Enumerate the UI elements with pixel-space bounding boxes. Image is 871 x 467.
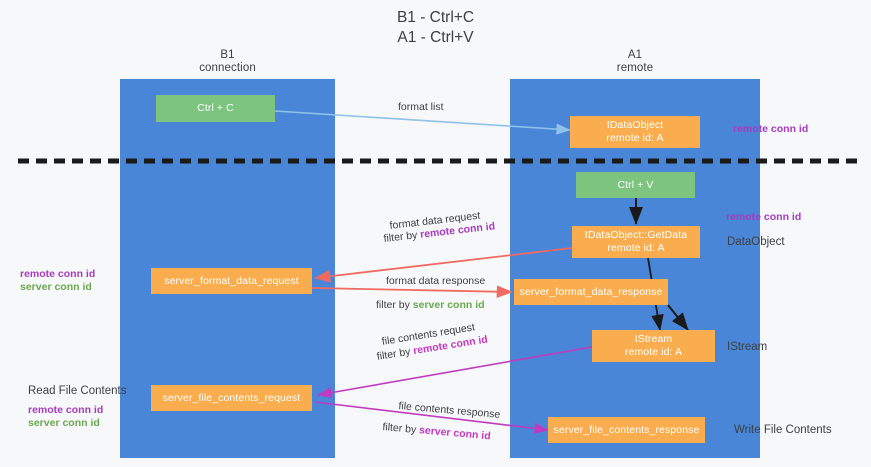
edge-label-format-data-response-text: format data response — [386, 275, 486, 287]
node-idataobject-top[interactable]: IDataObject remote id: A — [570, 116, 700, 148]
title-line-1: B1 - Ctrl+C — [396, 9, 475, 26]
node-istream-line1: IStream — [634, 333, 673, 345]
node-server-file-contents-request[interactable]: server_file_contents_request — [151, 385, 312, 411]
node-server-file-contents-request-label: server_file_contents_request — [162, 391, 301, 404]
node-istream-line2: remote id: A — [624, 346, 683, 358]
annotation-write-file-contents: Write File Contents — [734, 424, 832, 437]
title-line-2: A1 - Ctrl+V — [397, 29, 474, 46]
node-idataobject-top-line2: remote id: A — [606, 132, 664, 144]
swimlane-title-a1-line1: A1 — [627, 49, 643, 61]
annotation-remote-conn-id-mid-text: remote conn id — [726, 211, 802, 223]
edge-filter-format-data-response: filter by server conn id — [376, 299, 485, 312]
annotation-istream-text: IStream — [727, 341, 768, 353]
annotation-left-server-conn-id-mid-text: server conn id — [20, 281, 92, 293]
annotation-left-server-conn-id-bottom-text: server conn id — [28, 417, 100, 429]
edge-filter-file-contents-response-prefix: filter by — [381, 421, 420, 437]
node-server-format-data-request-label: server_format_data_request — [164, 274, 299, 287]
annotation-read-file-contents-text: Read File Contents — [28, 385, 127, 397]
edge-filter-format-data-response-key: server conn id — [412, 299, 485, 311]
node-ctrl-c[interactable]: Ctrl + C — [156, 95, 275, 122]
edge-label-format-list-text: format list — [398, 101, 444, 113]
node-ctrl-c-label: Ctrl + C — [197, 102, 234, 114]
annotation-remote-conn-id-mid: remote conn id — [726, 211, 801, 224]
node-istream[interactable]: IStream remote id: A — [592, 330, 715, 362]
node-ctrl-v-label: Ctrl + V — [617, 178, 654, 191]
edge-response-to-istream — [667, 304, 689, 331]
swimlane-title-a1: A1 remote — [510, 49, 760, 75]
node-server-format-data-response-label: server_format_data_response — [519, 285, 663, 298]
annotation-left-remote-conn-id-bottom: remote conn id — [28, 404, 103, 417]
annotation-istream: IStream — [727, 341, 767, 354]
edge-label-format-data-response: format data response — [386, 275, 485, 288]
edge-format-data-request — [314, 247, 573, 283]
annotation-left-server-conn-id-mid: server conn id — [20, 281, 92, 294]
annotation-remote-conn-id-top-text: remote conn id — [733, 123, 809, 135]
swimlane-title-b1: B1 connection — [120, 49, 335, 75]
edge-format-data-response — [311, 285, 513, 298]
swimlane-title-a1-line2: remote — [616, 62, 654, 74]
edge-filter-format-data-response-prefix: filter by — [376, 299, 413, 311]
edge-format-list — [274, 110, 571, 135]
node-idataobject-getdata-line2: remote id: A — [607, 242, 665, 254]
swimlane-title-b1-line2: connection — [199, 62, 256, 74]
annotation-dataobject-text: DataObject — [727, 236, 785, 248]
node-server-file-contents-response[interactable]: server_file_contents_response — [548, 417, 705, 443]
edge-file-contents-request — [317, 346, 593, 399]
page-title: B1 - Ctrl+C A1 - Ctrl+V — [0, 8, 871, 48]
annotation-left-server-conn-id-bottom: server conn id — [28, 417, 100, 430]
node-idataobject-getdata-line1: IDataObject::GetData — [584, 229, 688, 241]
node-server-format-data-request[interactable]: server_format_data_request — [151, 268, 312, 294]
node-idataobject-getdata[interactable]: IDataObject::GetData remote id: A — [572, 226, 700, 258]
node-ctrl-v[interactable]: Ctrl + V — [576, 172, 695, 198]
node-server-format-data-response[interactable]: server_format_data_response — [514, 279, 668, 305]
annotation-read-file-contents: Read File Contents — [28, 385, 126, 398]
annotation-left-remote-conn-id-bottom-text: remote conn id — [28, 404, 104, 416]
annotation-left-remote-conn-id-mid: remote conn id — [20, 268, 95, 281]
node-idataobject-top-line1: IDataObject — [606, 119, 664, 131]
edge-file-contents-response — [314, 401, 549, 434]
annotation-remote-conn-id-top: remote conn id — [733, 123, 808, 136]
swimlane-title-b1-line1: B1 — [220, 49, 235, 61]
annotation-left-remote-conn-id-mid-text: remote conn id — [20, 268, 96, 280]
annotation-write-file-contents-text: Write File Contents — [734, 424, 832, 436]
node-server-file-contents-response-label: server_file_contents_response — [553, 423, 700, 436]
edge-label-format-list: format list — [398, 101, 444, 114]
annotation-dataobject: DataObject — [727, 236, 785, 249]
